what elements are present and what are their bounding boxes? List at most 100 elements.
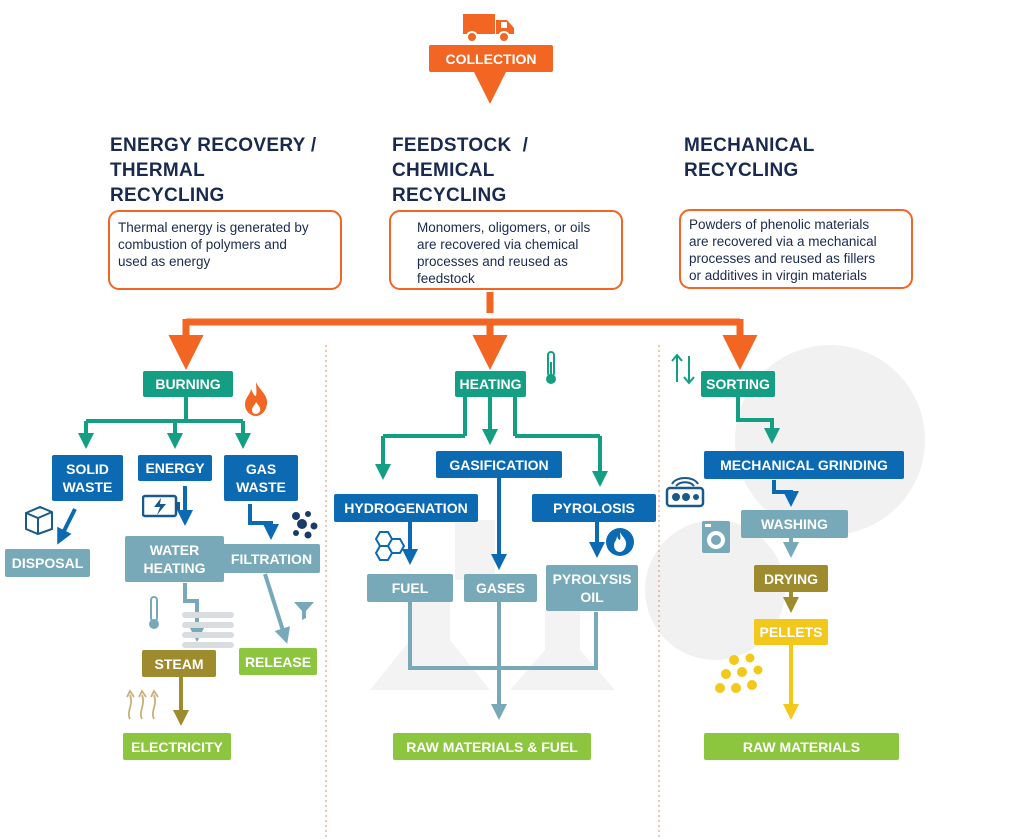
heading-line: RECYCLING xyxy=(684,160,799,181)
filtration-label: FILTRATION xyxy=(230,550,313,567)
solid-waste-label-line: SOLID xyxy=(66,461,109,477)
pyrolysis-oil-label-line: PYROLYSIS xyxy=(552,571,632,587)
pellets-box: PELLETS xyxy=(754,619,828,645)
raw-materials-fuel-box: RAW MATERIALS & FUEL xyxy=(393,733,591,760)
burning-box: BURNING xyxy=(143,371,233,397)
mechanical-grinding-label: MECHANICAL GRINDING xyxy=(720,457,888,473)
mechanical-grinding-box: MECHANICAL GRINDING xyxy=(704,451,904,479)
mechanical-description: Powders of phenolic materials are recove… xyxy=(679,209,913,289)
gases-label: GASES xyxy=(475,580,525,596)
water-heating-box: WATER HEATING xyxy=(125,536,224,582)
collection-label: COLLECTION xyxy=(445,50,537,67)
flame-circle-icon xyxy=(606,528,634,556)
solid-waste-label-line: WASTE xyxy=(62,479,113,495)
gases-box: GASES xyxy=(464,574,537,602)
sorting-to-grinding-arrow xyxy=(736,397,780,444)
cube-icon xyxy=(25,505,53,536)
background-gear xyxy=(645,345,925,660)
electricity-box: ELECTRICITY xyxy=(123,733,231,760)
water-heating-label-line: WATER xyxy=(149,542,200,558)
up-down-arrows-icon xyxy=(671,353,695,385)
description-line: processes and reused as fillers xyxy=(689,251,876,266)
pyrolysis-oil-label-line: OIL xyxy=(580,589,604,605)
heating-label: HEATING xyxy=(459,376,522,392)
sorting-box: SORTING xyxy=(701,371,775,397)
pyrolosis-box: PYROLOSIS xyxy=(532,494,656,522)
energy-box: ENERGY xyxy=(138,455,212,481)
heating-box: HEATING xyxy=(455,371,526,397)
heading-line: MECHANICAL xyxy=(684,135,815,156)
truck-icon xyxy=(463,14,514,43)
gray-arrows xyxy=(183,538,799,720)
pyrolosis-label: PYROLOSIS xyxy=(553,500,635,516)
energy-description: Thermal energy is generated by combustio… xyxy=(108,210,342,290)
water-heating-label-line: HEATING xyxy=(143,560,206,576)
flame-icon xyxy=(245,382,268,416)
thermometer-small-icon xyxy=(149,596,159,629)
raw-materials-box: RAW MATERIALS xyxy=(704,733,899,760)
gas-waste-label-line: GAS xyxy=(245,461,277,477)
thermometer-icon xyxy=(546,351,556,384)
disposal-label: DISPOSAL xyxy=(11,555,84,571)
release-box: RELEASE xyxy=(239,648,317,675)
description-line: are recovered via chemical xyxy=(417,237,579,252)
steam-label: STEAM xyxy=(154,655,204,672)
description-line: Thermal energy is generated by xyxy=(118,220,309,235)
description-line: processes and reused as xyxy=(417,254,568,269)
raw-materials-label: RAW MATERIALS xyxy=(742,738,861,755)
release-label: RELEASE xyxy=(244,653,312,670)
heading-line: FEEDSTOCK / xyxy=(392,135,529,156)
raw-materials-fuel-label: RAW MATERIALS & FUEL xyxy=(406,738,578,755)
pellets-icon xyxy=(715,653,763,693)
gasification-box: GASIFICATION xyxy=(436,451,562,478)
washing-box: WASHING xyxy=(741,510,848,538)
burning-branches xyxy=(78,397,251,449)
mechanical-heading: MECHANICAL RECYCLING xyxy=(684,133,815,183)
gas-waste-label-line: WASTE xyxy=(236,479,286,495)
feedstock-description: Monomers, oligomers, or oils are recover… xyxy=(389,210,623,290)
steam-waves-icon xyxy=(126,689,159,720)
solid-waste-box: SOLID WASTE xyxy=(52,455,123,501)
fuel-box: FUEL xyxy=(367,574,453,602)
blue-arrows xyxy=(57,478,799,570)
heating-branches xyxy=(375,397,608,487)
hydrogenation-box: HYDROGENATION xyxy=(334,494,478,522)
description-line: feedstock xyxy=(417,271,475,286)
heading-line: THERMAL xyxy=(110,160,205,181)
heading-line: RECYCLING xyxy=(110,185,225,206)
drying-box: DRYING xyxy=(754,565,828,592)
sorting-label: SORTING xyxy=(706,376,770,392)
fuel-label: FUEL xyxy=(391,580,429,596)
washing-label: WASHING xyxy=(761,516,828,532)
collection-box: COLLECTION xyxy=(429,45,553,72)
heading-line: CHEMICAL xyxy=(392,160,495,181)
description-line: are recovered via a mechanical xyxy=(689,234,877,249)
heading-line: ENERGY RECOVERY / xyxy=(110,135,317,156)
feedstock-heading: FEEDSTOCK / CHEMICAL RECYCLING xyxy=(392,133,528,208)
description-line: Monomers, oligomers, or oils xyxy=(417,220,591,235)
drying-label: DRYING xyxy=(764,570,818,587)
energy-label: ENERGY xyxy=(145,460,205,476)
disposal-box: DISPOSAL xyxy=(5,549,90,577)
hydrogenation-label: HYDROGENATION xyxy=(344,500,468,516)
washing-machine-icon xyxy=(702,521,730,553)
pellets-label: PELLETS xyxy=(759,624,823,640)
energy-recovery-heading: ENERGY RECOVERY / THERMAL RECYCLING xyxy=(110,133,316,208)
gasification-label: GASIFICATION xyxy=(449,456,549,473)
burning-label: BURNING xyxy=(155,376,221,392)
main-flow-arrows xyxy=(168,69,758,370)
filtration-box: FILTRATION xyxy=(223,544,320,573)
particles-icon xyxy=(292,511,318,539)
battery-icon xyxy=(142,494,180,518)
description-line: combustion of polymers and xyxy=(118,237,287,252)
electricity-label: ELECTRICITY xyxy=(131,738,223,755)
gas-waste-box: GAS WASTE xyxy=(224,455,298,501)
description-line: used as energy xyxy=(118,254,211,269)
funnel-icon xyxy=(294,602,314,620)
radiator-icon xyxy=(182,612,234,648)
olive-arrows xyxy=(173,592,799,726)
heading-line: RECYCLING xyxy=(392,185,507,206)
steam-box: STEAM xyxy=(142,650,216,677)
description-line: Powders of phenolic materials xyxy=(689,217,870,232)
